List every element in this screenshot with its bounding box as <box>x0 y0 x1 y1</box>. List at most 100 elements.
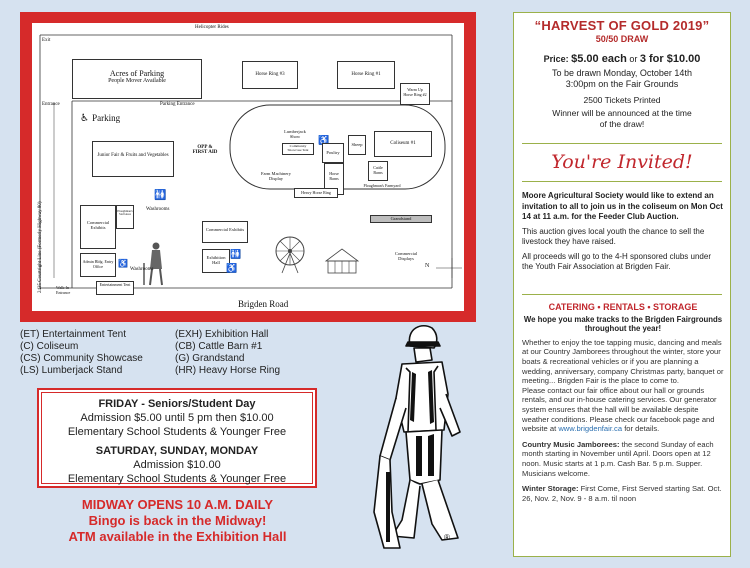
ferris-wheel-icon <box>275 236 305 274</box>
midway-line: MIDWAY OPENS 10 A.M. DAILY <box>81 497 274 512</box>
warm-up-label: Warm Up <box>407 87 423 92</box>
legend-col-2: (EXH) Exhibition Hall (CB) Cattle Barn #… <box>175 329 280 377</box>
lumberjack-show-label: Lumberjack Show <box>284 129 306 139</box>
courtright-line-label: 2435 Courtright Line (Formerly Highway 8… <box>38 201 43 293</box>
friday-line-1: Admission $5.00 until 5 pm then $10.00 <box>80 412 274 424</box>
invite-p3: All proceeds will go to the 4-H sponsore… <box>522 251 711 272</box>
junior-fair-building: Junior Fair & Fruits and Vegetables <box>92 141 174 177</box>
entertainment-tent: Entertainment Tent <box>96 281 134 295</box>
horse-ring-3: Horse Ring #3 <box>242 61 298 89</box>
winner-line-1: Winner will be announced at the time <box>552 108 692 118</box>
coliseum-1: Coliseum #1 <box>374 131 432 157</box>
harvest-draw-section: “HARVEST OF GOLD 2019” 50/50 DRAW Price:… <box>514 13 730 135</box>
acres-sub: People Mover Available <box>108 78 166 85</box>
parking-label: Parking <box>92 113 121 123</box>
price-label: Price: <box>543 54 569 64</box>
accessible-icon: ♿ <box>80 113 89 124</box>
atm-line: ATM available in the Exhibition Hall <box>68 529 287 544</box>
catering-p1: Whether to enjoy the toe tapping music, … <box>522 338 724 386</box>
accessible-icon: ♿ <box>226 263 238 273</box>
washroom-icon: 🚻 <box>154 190 167 201</box>
harvest-subtitle: 50/50 DRAW <box>595 34 649 44</box>
carousel-icon <box>324 248 360 274</box>
heavy-horse-ring: Heavy Horse Ring <box>294 188 338 198</box>
catering-p2: Please contact our fair office about our… <box>522 386 724 434</box>
weekend-heading: SATURDAY, SUNDAY, MONDAY <box>95 445 259 457</box>
legend-item: (CB) Cattle Barn #1 <box>175 341 263 352</box>
price-value-2: 3 for $10.00 <box>639 53 701 65</box>
storage-label: Winter Storage: <box>522 484 579 494</box>
sheep-barn: Sheep <box>348 135 366 155</box>
helicopter-rides-label: Helicopter Rides <box>195 25 229 30</box>
harvest-price: Price: $5.00 each or 3 for $10.00 <box>514 53 730 65</box>
storage-paragraph: Winter Storage: First Come, First Served… <box>522 484 724 503</box>
jamboree-label: Country Music Jamborees: <box>522 439 620 449</box>
legend-item: (G) Grandstand <box>175 353 245 364</box>
friday-line-2: Elementary School Students & Younger Fre… <box>67 426 287 438</box>
legend-col-1: (ET) Entertainment Tent (C) Coliseum (CS… <box>20 329 143 377</box>
invite-p1: Moore Agricultural Society would like to… <box>522 191 723 221</box>
jamboree-text: the second Sunday of each month starting… <box>522 439 714 478</box>
washrooms-top-label: Washrooms <box>146 207 170 212</box>
legend-item: (LS) Lumberjack Stand <box>20 365 123 376</box>
jamboree-paragraph: Country Music Jamborees: the second Sund… <box>522 440 724 478</box>
ploughmans-stall: Ploughman's Stall Area <box>116 205 134 229</box>
catering-section: CATERING • RENTALS • STORAGE We hope you… <box>522 302 724 509</box>
community-showcase-tent: Community Showcase Tent <box>282 143 314 155</box>
legend-item: (CS) Community Showcase <box>20 353 143 364</box>
tickets-printed: 2500 Tickets Printed <box>583 95 661 105</box>
horse-barns: Horse Barns <box>324 163 344 195</box>
weekend-line-1: Admission $10.00 <box>133 459 221 471</box>
divider <box>522 181 722 182</box>
horse-ring-2-label: Horse Ring #2 <box>403 91 427 97</box>
poultry-barn: Poultry <box>322 143 344 163</box>
divider <box>522 143 722 144</box>
accessible-icon: ♿ <box>118 259 128 268</box>
grandstand: Grandstand <box>370 215 432 223</box>
friday-heading: FRIDAY - Seniors/Student Day <box>98 398 256 410</box>
admin-building: Admin Bldg. Entry Office <box>80 253 116 277</box>
north-label: N <box>425 263 430 269</box>
accessible-icon: ♿ <box>318 135 330 145</box>
invite-body: Moore Agricultural Society would like to… <box>522 191 724 277</box>
catering-p2-text: Please contact our fair office about our… <box>522 385 717 434</box>
opp-first-aid: OPP & FIRST AID <box>192 145 218 155</box>
commercial-exhibits-left: Commercial Exhibits <box>80 205 116 249</box>
lumberjack-statue-illustration: ® <box>373 324 461 549</box>
price-or: or <box>629 54 638 64</box>
legend-item: (C) Coliseum <box>20 341 79 352</box>
cattle-barns: Cattle Barns <box>368 161 388 181</box>
farm-machinery-label: Farm Machinery Display <box>260 171 292 181</box>
acres-title: Acres of Parking <box>109 69 165 78</box>
weekend-line-2: Elementary School Students & Younger Fre… <box>67 473 287 485</box>
washroom-icon: 🚻 <box>230 249 242 259</box>
invite-p2: This auction gives local youth the chanc… <box>522 226 705 247</box>
catering-sub: We hope you make tracks to the Brigden F… <box>523 314 723 334</box>
legend-item: (ET) Entertainment Tent <box>20 329 126 340</box>
invite-title: You're Invited! <box>551 151 693 173</box>
map-canvas: Helicopter Rides Exit Acres of Parking P… <box>32 23 464 311</box>
winner-line-2: of the draw! <box>599 119 645 129</box>
price-value: $5.00 each <box>571 53 627 65</box>
commercial-exhibits-mid: Commercial Exhibits <box>202 221 248 243</box>
admission-box: FRIDAY - Seniors/Student Day Admission $… <box>37 388 317 488</box>
warm-up-ring: Warm Up Horse Ring #2 <box>400 83 430 105</box>
fairground-map: Helicopter Rides Exit Acres of Parking P… <box>20 12 476 322</box>
storage-text: First Come, First Served starting Sat. O… <box>522 484 722 503</box>
accessible-parking: ♿ Parking <box>80 113 120 124</box>
right-column: “HARVEST OF GOLD 2019” 50/50 DRAW Price:… <box>513 12 731 557</box>
exit-label: Exit <box>42 38 51 43</box>
brigden-road-label: Brigden Road <box>238 299 289 309</box>
catering-p1-text: Whether to enjoy the toe tapping music, … <box>522 337 724 386</box>
horse-ring-1: Horse Ring #1 <box>337 61 395 89</box>
draw-line-1: To be drawn Monday, October 14th <box>552 68 692 78</box>
legend-item: (EXH) Exhibition Hall <box>175 329 269 340</box>
commercial-displays-label: Commercial Displays <box>394 251 418 261</box>
draw-line-2: 3:00pm on the Fair Grounds <box>565 79 679 89</box>
website-link[interactable]: www.brigdenfair.ca <box>558 424 623 434</box>
legend-item: (HR) Heavy Horse Ring <box>175 365 281 376</box>
lumberjack-figure-icon <box>143 242 163 286</box>
washrooms-bottom-label: Washrooms <box>130 267 154 272</box>
ploughmans-farmyard-label: Ploughman's Farmyard <box>363 183 401 188</box>
acres-of-parking: Acres of Parking People Mover Available <box>72 59 202 99</box>
